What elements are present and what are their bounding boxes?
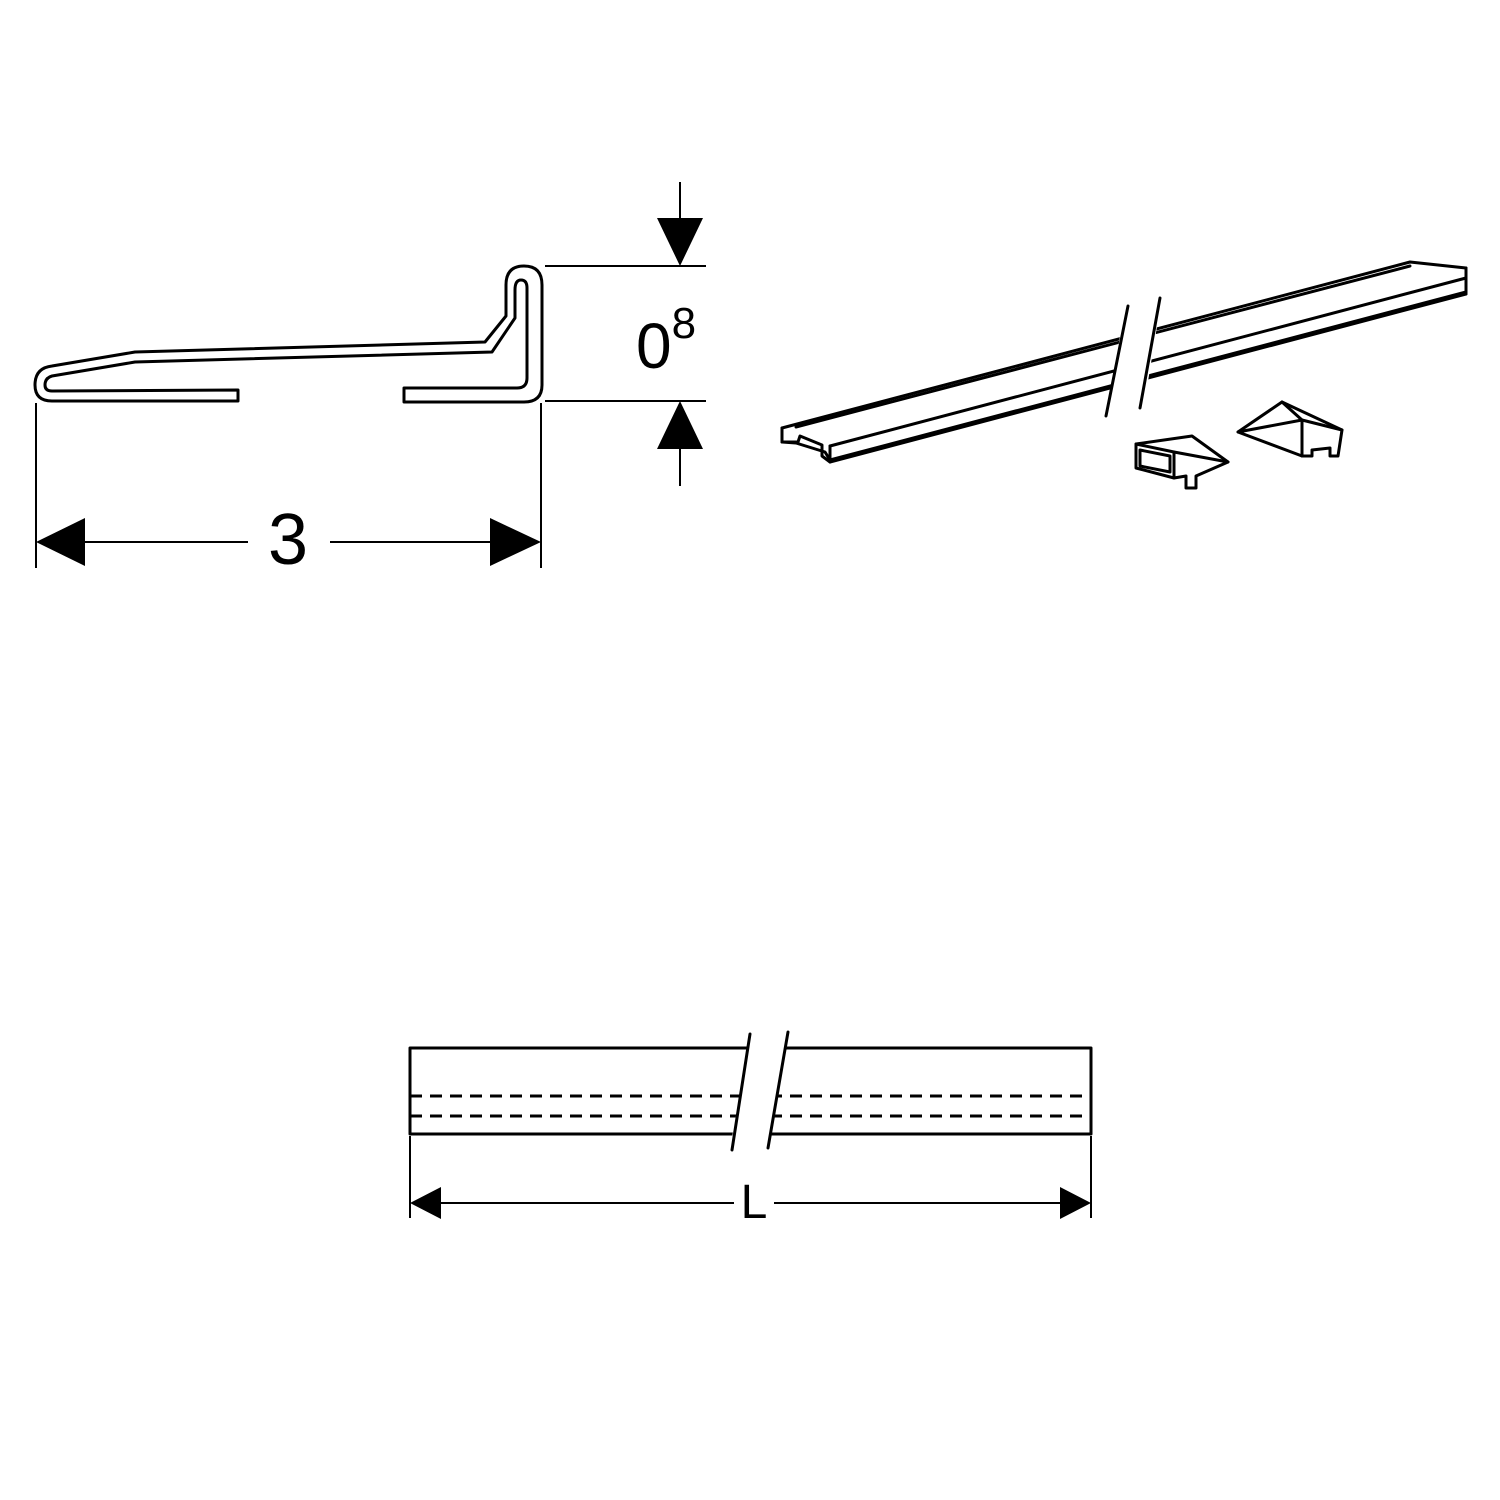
- profile-outline: [33, 264, 544, 404]
- height-arrow-top: [657, 218, 703, 266]
- profile-cross-section: [33, 264, 544, 404]
- bar-break-mark-1: [730, 1032, 752, 1152]
- end-cap-right-body: [1236, 400, 1344, 458]
- height-label-superscript: 8: [672, 299, 696, 348]
- rail-break-mark-1: [1104, 304, 1130, 418]
- bar-side-view: [408, 1030, 1093, 1152]
- end-cap-left: [1134, 434, 1230, 490]
- length-dimension: L: [409, 1136, 1092, 1229]
- rail-edge-upper: [794, 264, 1412, 429]
- length-arrow-right: [1060, 1187, 1091, 1219]
- end-cap-left-body: [1134, 434, 1230, 490]
- width-dimension: 3: [35, 403, 542, 580]
- width-arrow-right: [490, 518, 541, 566]
- bar-break-mark-2: [766, 1030, 790, 1150]
- end-cap-left-ridge: [1172, 450, 1230, 464]
- height-arrow-bottom: [657, 401, 703, 449]
- isometric-rail: [780, 260, 1468, 464]
- length-arrow-left: [410, 1187, 441, 1219]
- length-label: L: [741, 1176, 768, 1229]
- width-label: 3: [268, 500, 308, 580]
- rail-end-profile: [780, 426, 832, 464]
- bar-break-gap: [730, 1040, 788, 1148]
- height-label: 08: [636, 299, 696, 382]
- height-dimension: 08: [545, 182, 706, 486]
- end-cap-left-opening: [1138, 448, 1172, 474]
- end-cap-right: [1236, 400, 1344, 458]
- width-arrow-left: [36, 518, 85, 566]
- rail-break-mark-2: [1138, 296, 1162, 410]
- end-cap-right-ridge: [1236, 418, 1304, 434]
- rail-break-gap: [1106, 296, 1162, 420]
